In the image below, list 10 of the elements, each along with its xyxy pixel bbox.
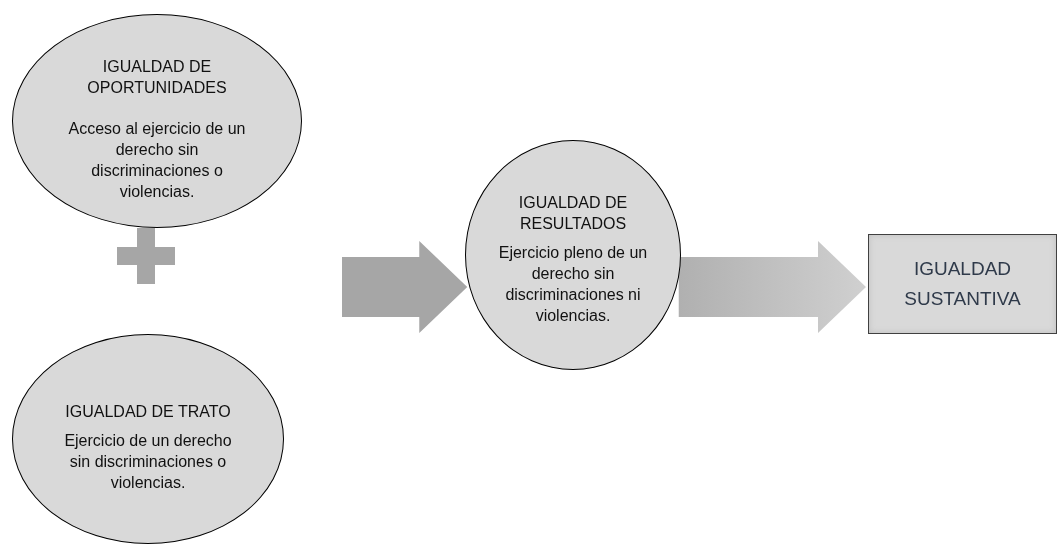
ellipse-description: Ejercicio de un derecho sin discriminaciones o violencias.: [63, 431, 233, 493]
box-label: IGUALDAD SUSTANTIVA: [903, 257, 1022, 311]
result-box: [868, 234, 1057, 334]
ellipse-description: Ejercicio pleno de un derecho sin discriminaciones ni violencias.: [498, 243, 648, 326]
block-arrow: [342, 241, 468, 333]
ellipse-heading: IGUALDAD DE RESULTADOS: [517, 193, 629, 234]
ellipse-description: Acceso al ejercicio de un derecho sin discriminaciones o violencias.: [67, 119, 247, 202]
block-arrow: [678, 241, 866, 333]
ellipse-heading: IGUALDAD DE OPORTUNIDADES: [86, 57, 228, 98]
ellipse-heading: IGUALDAD DE TRATO: [65, 402, 231, 422]
